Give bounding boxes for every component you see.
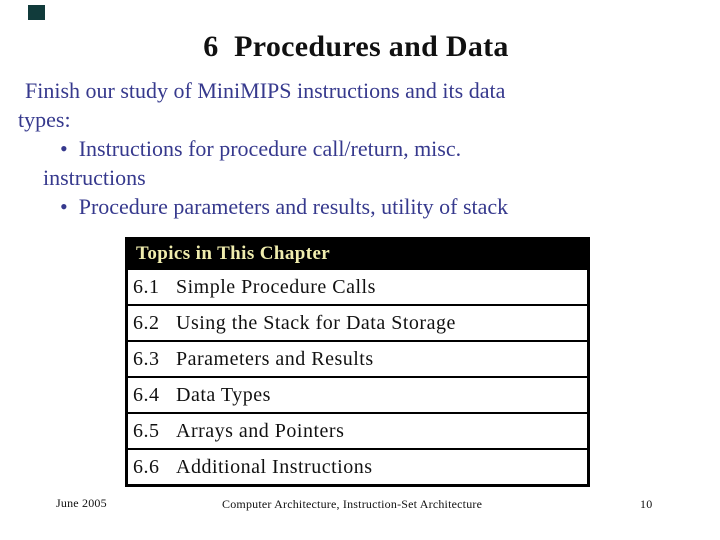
- row-title: Simple Procedure Calls: [176, 275, 376, 298]
- table-row: 6.5 Arrays and Pointers: [128, 412, 587, 448]
- row-title: Additional Instructions: [176, 455, 373, 478]
- intro-text: Finish our study of MiniMIPS instruction…: [18, 78, 506, 132]
- slide-body: Finish our study of MiniMIPS instruction…: [0, 76, 650, 221]
- bullet-item: •Instructions for procedure call/return,…: [0, 134, 650, 192]
- table-row: 6.6 Additional Instructions: [128, 448, 587, 484]
- topics-table: Topics in This Chapter 6.1 Simple Procedu…: [125, 237, 590, 487]
- row-title: Using the Stack for Data Storage: [176, 311, 456, 334]
- row-number: 6.3: [133, 347, 160, 370]
- slide-title: 6 Procedures and Data: [203, 30, 509, 63]
- intro-paragraph: Finish our study of MiniMIPS instruction…: [0, 76, 650, 134]
- row-title: Parameters and Results: [176, 347, 374, 370]
- bullet-text: Procedure parameters and results, utilit…: [78, 194, 509, 219]
- table-header: Topics in This Chapter: [128, 240, 587, 268]
- footer-page-number: 10: [640, 497, 653, 511]
- row-number: 6.2: [133, 311, 160, 334]
- footer-course-title: Computer Architecture, Instruction-Set A…: [222, 497, 483, 511]
- row-title: Arrays and Pointers: [176, 419, 345, 442]
- table-row: 6.2 Using the Stack for Data Storage: [128, 304, 587, 340]
- corner-square-decoration: [28, 5, 45, 20]
- row-number: 6.6: [133, 455, 160, 478]
- bullet-icon: •: [60, 194, 68, 219]
- table-row: 6.4 Data Types: [128, 376, 587, 412]
- footer-date: June 2005: [56, 496, 107, 510]
- row-number: 6.5: [133, 419, 160, 442]
- row-number: 6.1: [133, 275, 160, 298]
- row-title: Data Types: [176, 383, 271, 406]
- bullet-item: • Procedure parameters and results, utili…: [0, 192, 650, 221]
- bullet-icon: •: [60, 136, 68, 161]
- row-number: 6.4: [133, 383, 160, 406]
- table-row: 6.3 Parameters and Results: [128, 340, 587, 376]
- bullet-text: Instructions for procedure call/return, …: [43, 136, 462, 190]
- table-row: 6.1 Simple Procedure Calls: [128, 268, 587, 304]
